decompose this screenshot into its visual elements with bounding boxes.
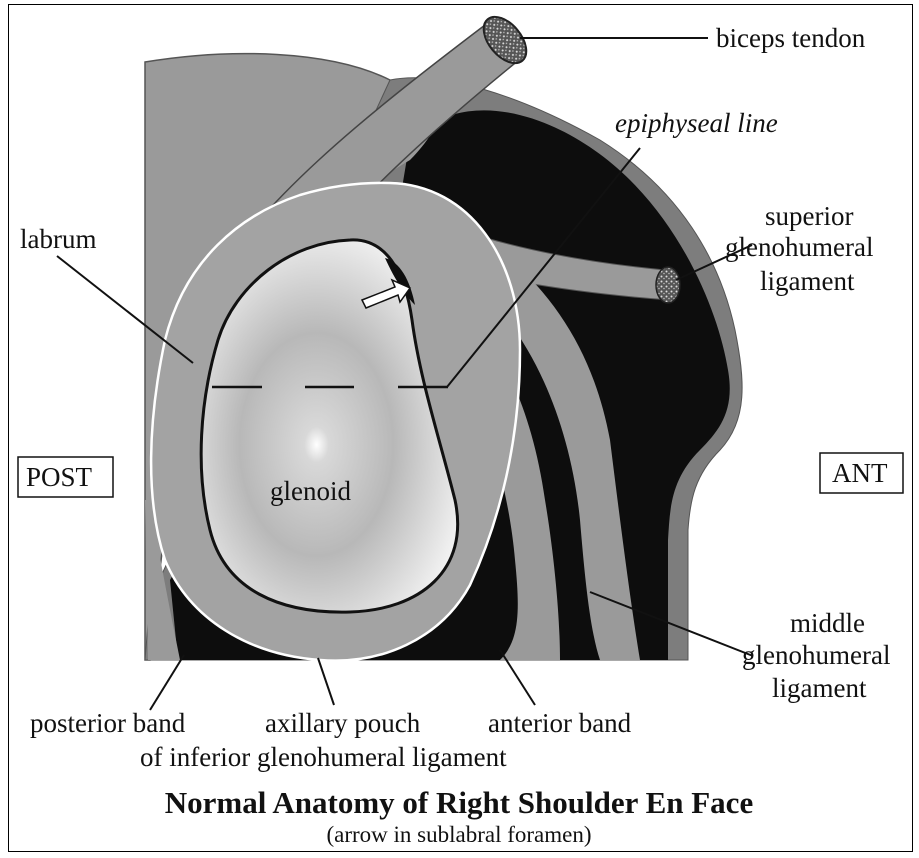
label-labrum: labrum [20, 224, 96, 254]
figure-title: Normal Anatomy of Right Shoulder En Face [165, 785, 753, 820]
label-epiphyseal-line: epiphyseal line [615, 108, 778, 138]
label-middle-gh-3: ligament [772, 673, 867, 703]
label-ant: ANT [832, 458, 888, 488]
label-middle-gh-2: glenohumeral [742, 640, 890, 670]
label-superior-gh-3: ligament [760, 266, 855, 296]
label-biceps-tendon: biceps tendon [716, 23, 866, 53]
label-post: POST [26, 462, 93, 492]
label-axillary-pouch: axillary pouch [265, 708, 421, 738]
label-middle-gh-1: middle [790, 608, 865, 638]
label-inferior-gh: of inferior glenohumeral ligament [140, 742, 507, 772]
label-superior-gh-2: glenohumeral [725, 232, 873, 262]
leader-posterior-band [150, 655, 184, 710]
label-posterior-band: posterior band [30, 708, 186, 738]
superior-gh-ligament-cut-end [656, 267, 680, 303]
label-superior-gh-1: superior [765, 201, 853, 231]
label-glenoid: glenoid [270, 476, 351, 506]
leader-axillary-pouch [318, 658, 334, 705]
label-anterior-band: anterior band [488, 708, 632, 738]
figure-subtitle: (arrow in sublabral foramen) [326, 822, 591, 847]
